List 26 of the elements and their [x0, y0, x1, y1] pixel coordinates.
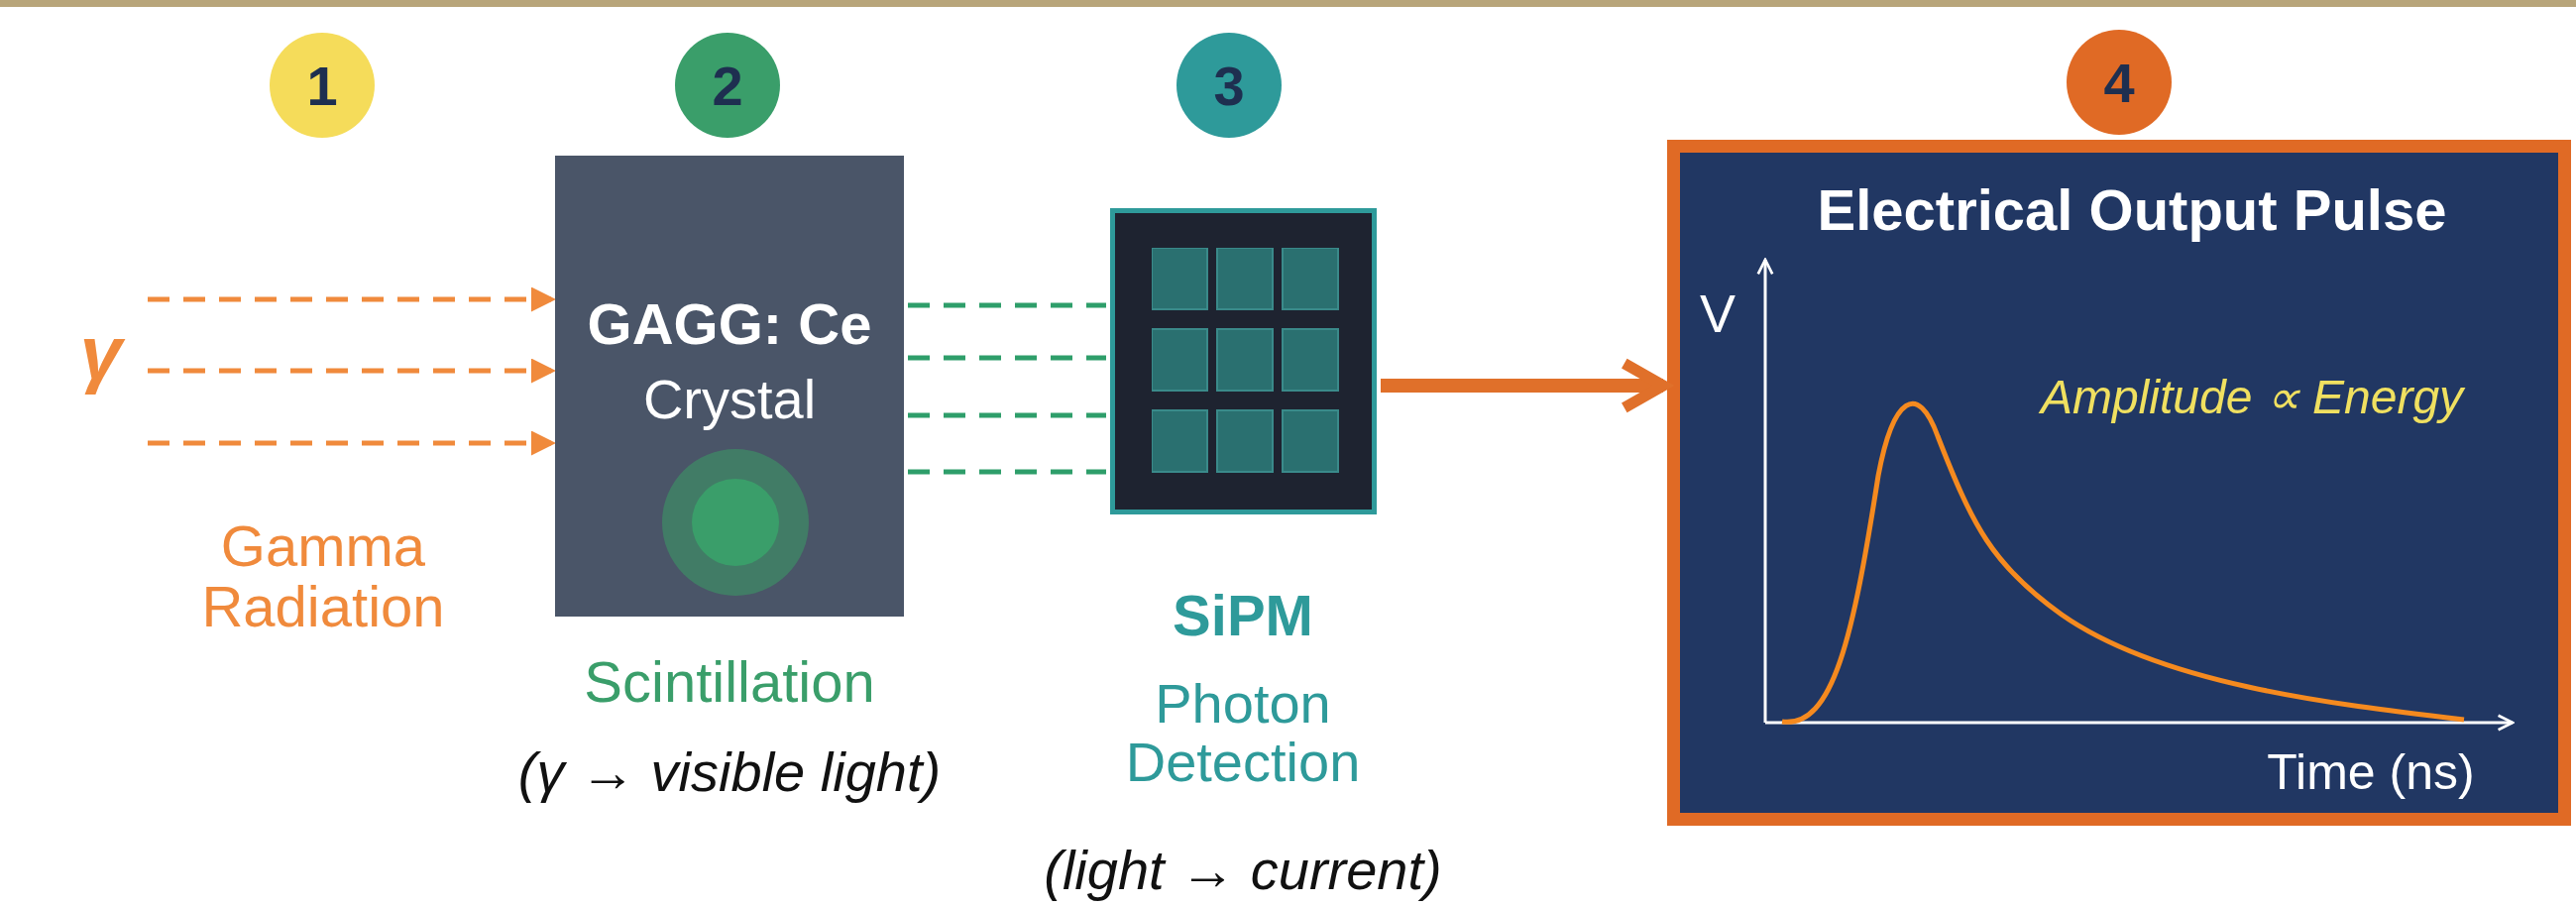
arrow [148, 358, 556, 384]
connector-line [908, 469, 1106, 475]
crystal-title: GAGG: Ce [587, 293, 872, 355]
node-caption: SiPM [1173, 585, 1313, 646]
node-caption: Photon Detection [1124, 675, 1362, 792]
node-caption: (light → current) [1044, 841, 1442, 900]
arrow [148, 430, 556, 456]
crystal-box [555, 156, 904, 617]
arrow [148, 286, 556, 312]
connector-line [908, 412, 1106, 418]
step-badge: 2 [675, 33, 780, 138]
axis-label: V [1700, 284, 1736, 342]
panel-title: Electrical Output Pulse [1817, 179, 2447, 241]
crystal-subtitle: Crystal [642, 370, 817, 429]
axis-label: Time (ns) [2267, 745, 2475, 799]
step-badge: 4 [2067, 30, 2172, 135]
node-caption: Scintillation [584, 651, 875, 713]
step-badge: 3 [1176, 33, 1282, 138]
sensor-box [1110, 208, 1377, 514]
output-panel [1667, 140, 2571, 826]
connector-line [908, 302, 1106, 308]
caption-text: Gamma Radiation [200, 516, 446, 637]
annotation: Amplitude ∝ Energy [2040, 372, 2464, 423]
connector-line [908, 355, 1106, 361]
node-caption: (γ → visible light) [517, 742, 942, 802]
step-badge: 1 [270, 33, 375, 138]
